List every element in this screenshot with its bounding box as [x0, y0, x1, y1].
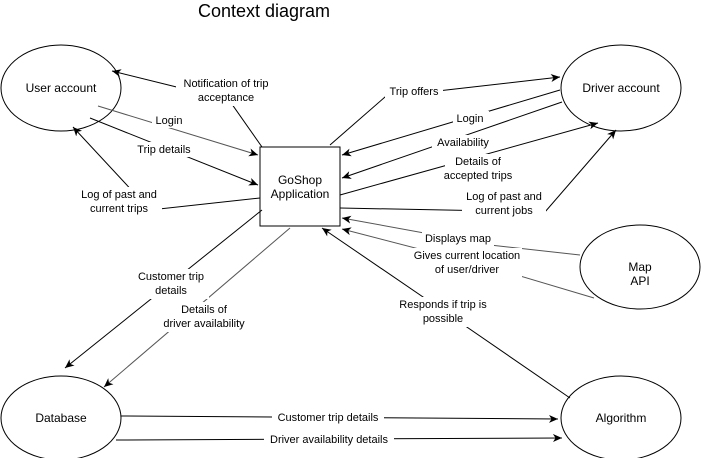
user-account-node [0, 44, 122, 132]
driver-account-label: Driver account [582, 81, 660, 95]
edge-trip-offers [329, 74, 561, 146]
goshop-label-line1: GoShop [278, 173, 322, 187]
label-trip-offers: Trip offers [390, 86, 439, 98]
label-location-line2: of user/driver [435, 264, 500, 276]
label-customer-trip-line1: Customer trip [138, 271, 204, 283]
goshop-application-node [259, 146, 341, 227]
algorithm-label: Algorithm [596, 411, 647, 425]
label-accepted-line1: Details of [455, 156, 502, 168]
label-customer-trip-line2: details [155, 285, 187, 297]
map-api-node [579, 224, 701, 310]
map-api-label-line2: API [630, 274, 649, 288]
label-notification-line2: acceptance [198, 92, 254, 104]
label-driver-avail-line2: driver availability [163, 318, 245, 330]
label-location-line1: Gives current location [414, 250, 520, 262]
map-api-label-line1: Map [628, 260, 652, 274]
label-responds-line2: possible [423, 313, 463, 325]
label-trip-details: Trip details [137, 144, 191, 156]
driver-account-node [560, 44, 682, 132]
database-label: Database [35, 411, 87, 425]
label-db-driver-avail: Driver availability details [270, 434, 388, 446]
edge-login-driver [341, 89, 561, 157]
label-db-customer-trip: Customer trip details [278, 412, 379, 424]
label-login-user: Login [156, 115, 183, 127]
label-notification-line1: Notification of trip [184, 78, 269, 90]
label-log-jobs-line2: current jobs [475, 205, 533, 217]
user-account-label: User account [26, 81, 97, 95]
label-accepted-line2: accepted trips [444, 170, 513, 182]
label-driver-avail-line1: Details of [181, 304, 228, 316]
algorithm-node [560, 375, 682, 458]
label-log-trips-line2: current trips [90, 203, 149, 215]
label-log-trips-line1: Log of past and [81, 189, 157, 201]
label-displays-map: Displays map [425, 233, 491, 245]
label-log-jobs-line1: Log of past and [466, 191, 542, 203]
goshop-label-line2: Application [271, 187, 330, 201]
edge-login-user [97, 105, 259, 157]
label-availability: Availability [437, 137, 489, 149]
database-node [0, 375, 122, 458]
label-login-driver: Login [457, 113, 484, 125]
diagram-title: Context diagram [198, 1, 330, 21]
label-responds-line1: Responds if trip is [399, 299, 487, 311]
